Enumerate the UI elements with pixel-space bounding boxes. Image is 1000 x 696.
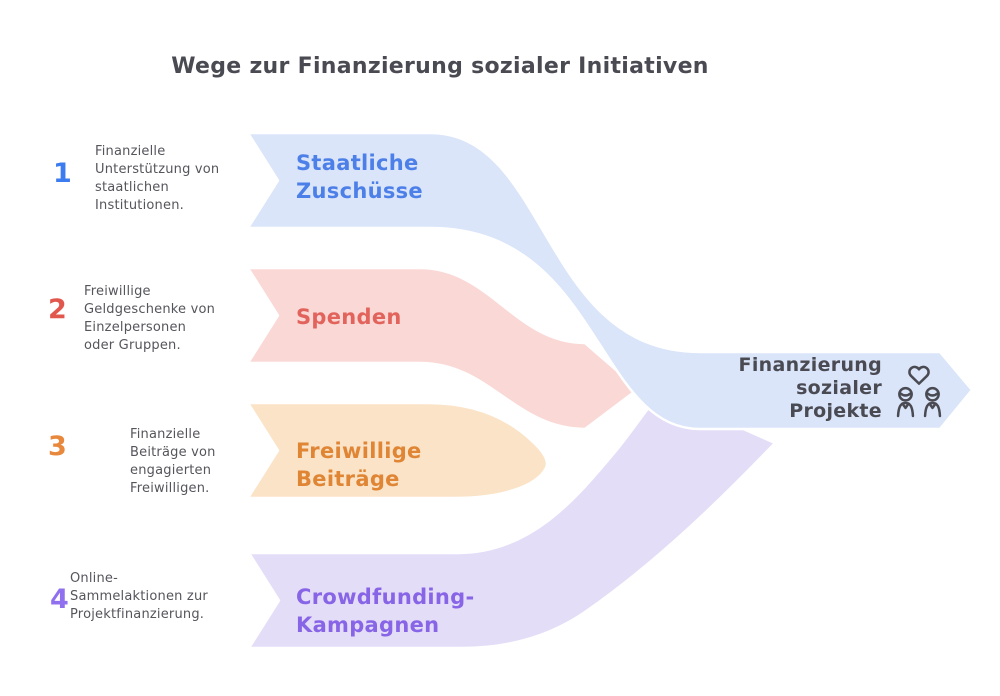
- source-description-4: Online- Sammelaktionen zur Projektfinanz…: [70, 571, 208, 622]
- flow-band-staatliche-and-result-arrow: [246, 131, 974, 431]
- band-label-spenden: Spenden: [296, 305, 402, 329]
- band-label-staatliche-zuschuesse: Staatliche Zuschüsse: [296, 151, 423, 203]
- source-number-1: 1: [53, 158, 72, 189]
- flow-band-crowdfunding: [247, 391, 777, 650]
- source-description-3: Finanzielle Beiträge von engagierten Fre…: [130, 427, 216, 496]
- band-label-freiwillige-beitraege: Freiwillige Beiträge: [296, 439, 422, 491]
- flow-band-freiwillige-beitraege: [246, 401, 549, 500]
- band-label-crowdfunding-kampagnen: Crowdfunding- Kampagnen: [296, 585, 475, 637]
- source-number-2: 2: [48, 294, 67, 325]
- source-number-4: 4: [50, 584, 69, 615]
- result-label: Finanzierung sozialer Projekte: [738, 354, 882, 422]
- source-description-2: Freiwillige Geldgeschenke von Einzelpers…: [84, 284, 216, 353]
- flow-band-spenden: [246, 266, 640, 431]
- source-number-3: 3: [48, 431, 67, 462]
- people-with-heart-icon: [896, 365, 942, 418]
- source-description-1: Finanzielle Unterstützung von staatliche…: [95, 144, 220, 213]
- page-title: Wege zur Finanzierung sozialer Initiativ…: [171, 54, 709, 79]
